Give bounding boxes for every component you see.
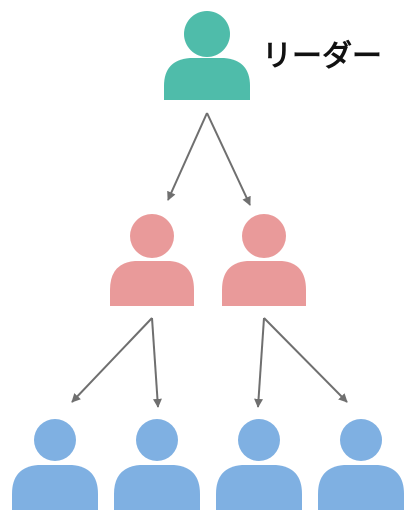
arrow-leader-to-sub-left: [167, 112, 208, 201]
arrow-leader-to-sub-right: [206, 112, 251, 206]
sub-leader-head: [130, 214, 174, 258]
member-body: [216, 465, 302, 510]
member-body: [114, 465, 200, 510]
member-person-icon-3: [216, 419, 302, 510]
sub-leader-body: [110, 261, 194, 306]
member-head: [238, 419, 280, 461]
arrow-sub-left-to-member-2: [151, 317, 162, 408]
arrows-level-2: [71, 317, 348, 408]
member-head: [340, 419, 382, 461]
leader-person-icon: [164, 11, 250, 100]
leader-label: リーダー: [262, 39, 382, 74]
member-head: [136, 419, 178, 461]
member-person-icon-4: [318, 419, 404, 510]
sub-leader-person-icon-left: [110, 214, 194, 306]
member-person-icon-1: [12, 419, 98, 510]
arrow-sub-right-to-member-4: [263, 317, 348, 403]
sub-leader-body: [222, 261, 306, 306]
member-person-icon-2: [114, 419, 200, 510]
leader-head: [184, 11, 230, 57]
arrow-sub-right-to-member-3: [254, 317, 265, 408]
leader-body: [164, 58, 250, 100]
arrows-level-1: [167, 112, 251, 206]
sub-leader-head: [242, 214, 286, 258]
arrow-sub-left-to-member-1: [71, 317, 153, 403]
member-head: [34, 419, 76, 461]
sub-leader-person-icon-right: [222, 214, 306, 306]
member-body: [12, 465, 98, 510]
member-body: [318, 465, 404, 510]
